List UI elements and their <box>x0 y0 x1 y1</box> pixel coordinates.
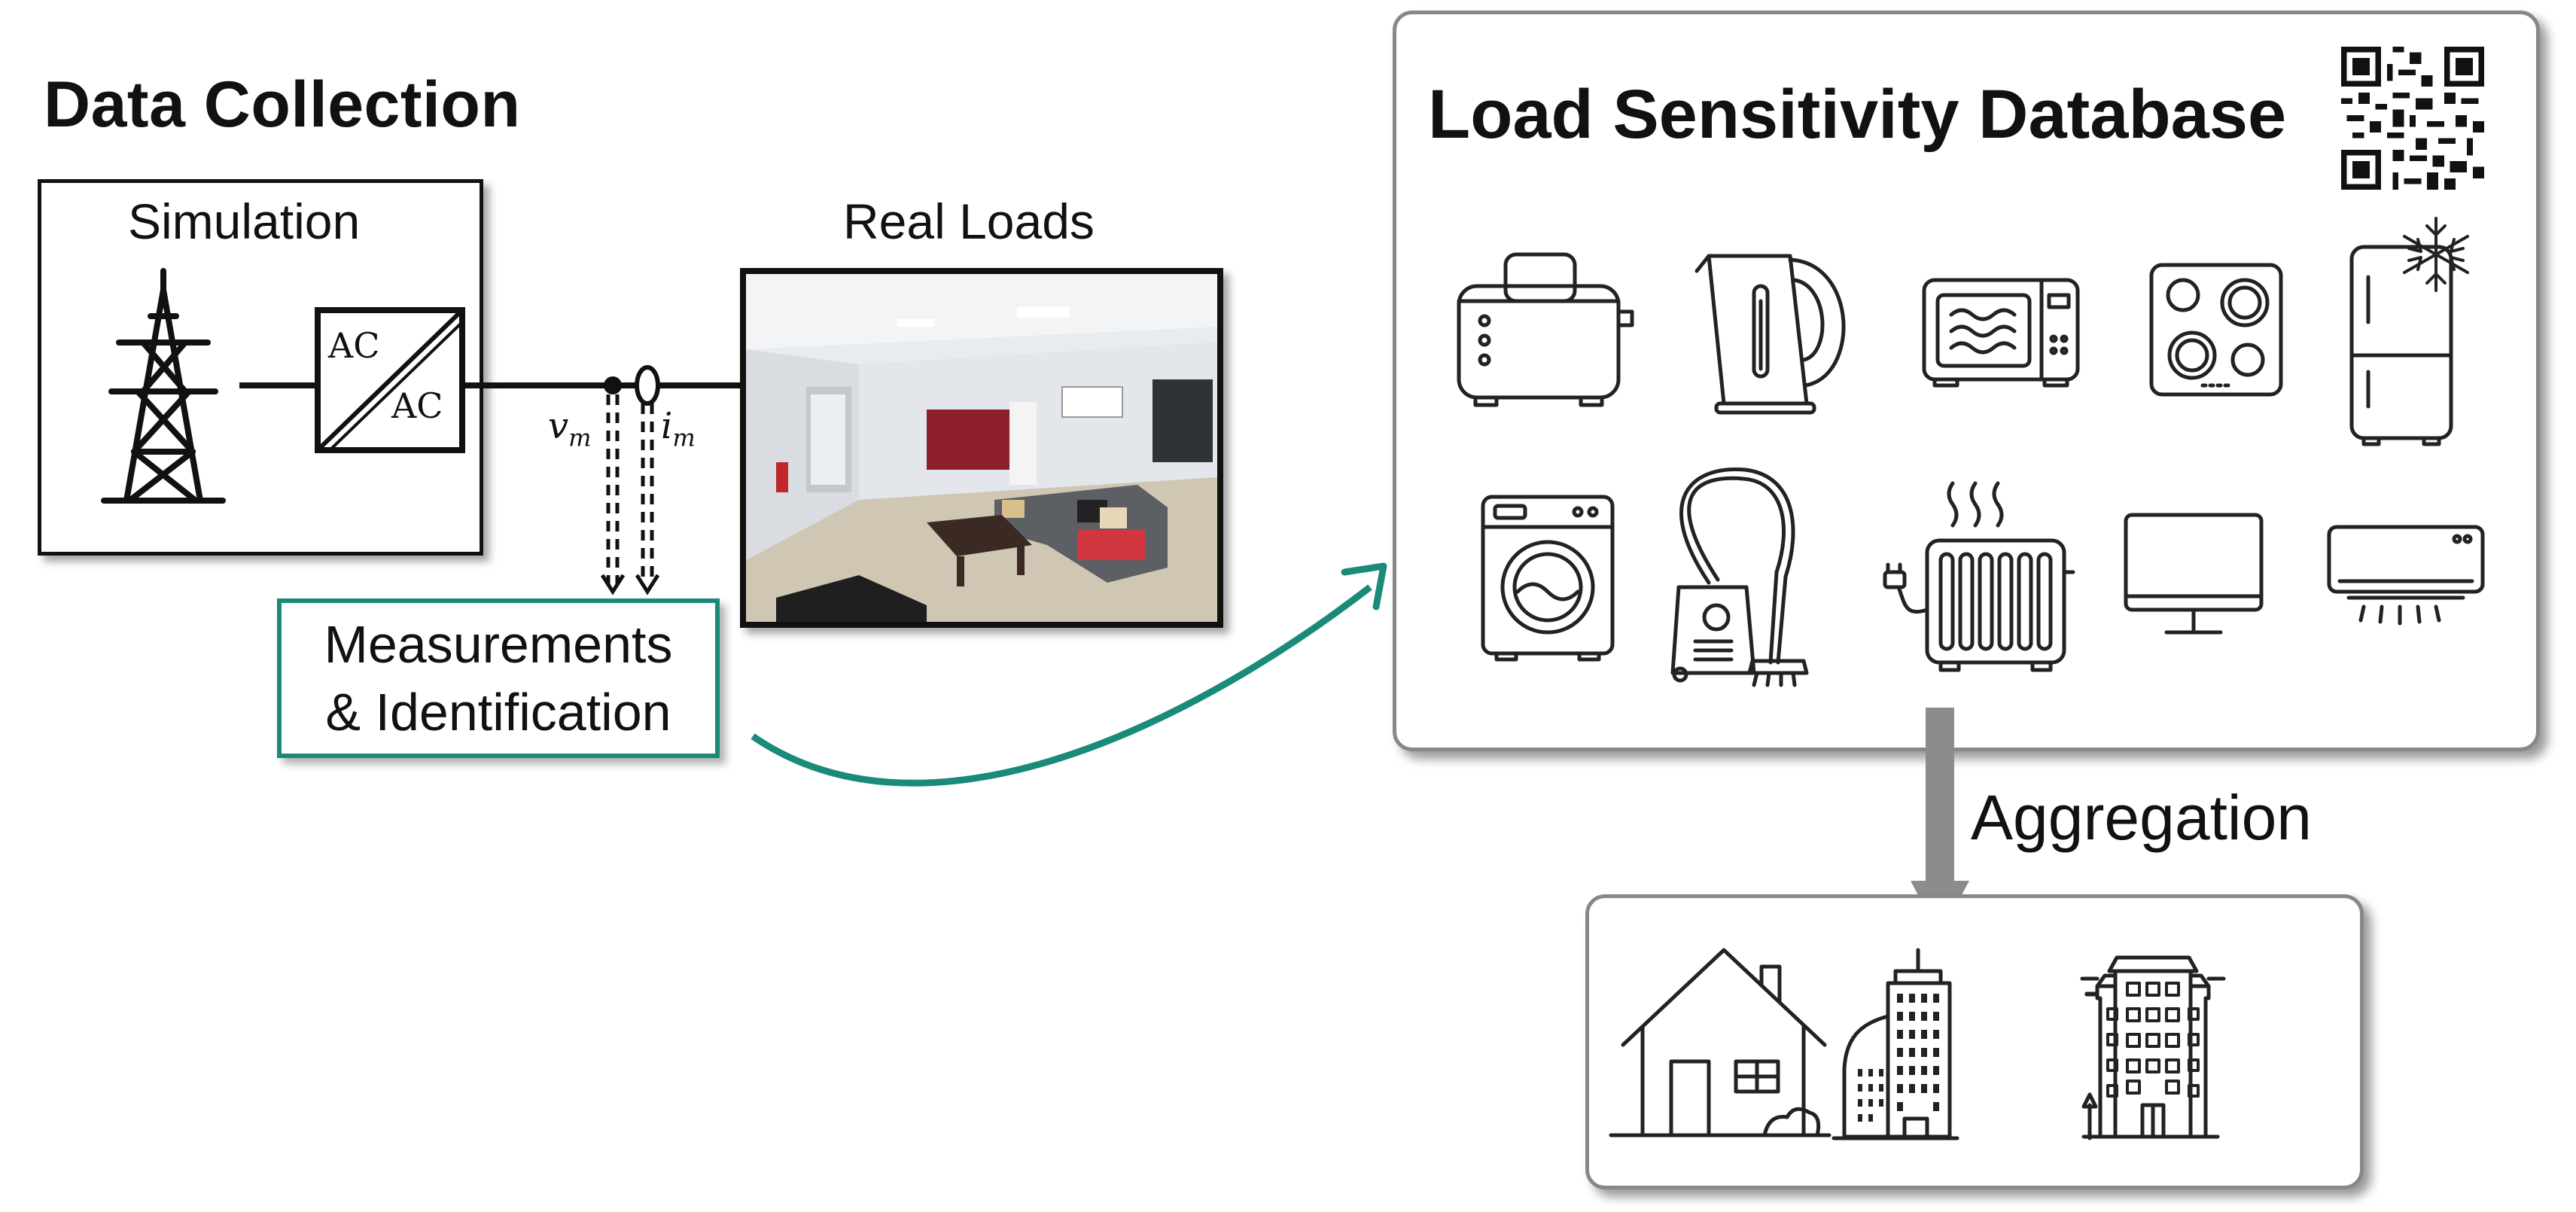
simulation-label: Simulation <box>128 193 361 249</box>
identification-label: & Identification <box>325 683 671 742</box>
current-probe-icon <box>635 365 660 406</box>
voltage-label: vm <box>548 405 592 452</box>
kettle-icon <box>1694 254 1846 415</box>
aggregated-buildings-panel <box>1585 894 2364 1189</box>
monitor-icon <box>2124 513 2264 635</box>
flow-arrow <box>751 584 1372 787</box>
apartment-building-icon <box>2080 955 2226 1140</box>
voltage-node <box>604 376 622 394</box>
house-icon <box>1609 948 1832 1137</box>
snowflake-icon <box>2403 217 2469 292</box>
transmission-tower-icon <box>101 268 226 504</box>
microwave-icon <box>1922 278 2080 388</box>
ac-ac-converter-icon <box>315 307 465 453</box>
office-tower-icon <box>1832 948 1959 1140</box>
real-loads-photo <box>740 268 1223 628</box>
aggregation-label: Aggregation <box>1971 782 2313 853</box>
washing-machine-icon <box>1481 495 1615 662</box>
qr-code-icon[interactable] <box>2341 47 2484 190</box>
radiator-icon <box>1883 481 2075 672</box>
real-loads-label: Real Loads <box>843 193 1095 249</box>
air-conditioner-icon <box>2327 525 2485 626</box>
data-collection-title: Data Collection <box>44 69 521 141</box>
measurements-identification-box: Measurements & Identification <box>277 598 720 758</box>
converter-output-label: AC <box>391 385 443 426</box>
database-title: Load Sensitivity Database <box>1428 76 2287 153</box>
fridge-icon <box>2349 245 2453 446</box>
vacuum-cleaner-icon <box>1670 467 1809 687</box>
measurements-label: Measurements <box>324 615 673 674</box>
converter-input-label: AC <box>328 325 380 366</box>
toaster-icon <box>1457 252 1634 407</box>
current-label: im <box>661 405 696 452</box>
cooktop-icon <box>2149 263 2283 397</box>
